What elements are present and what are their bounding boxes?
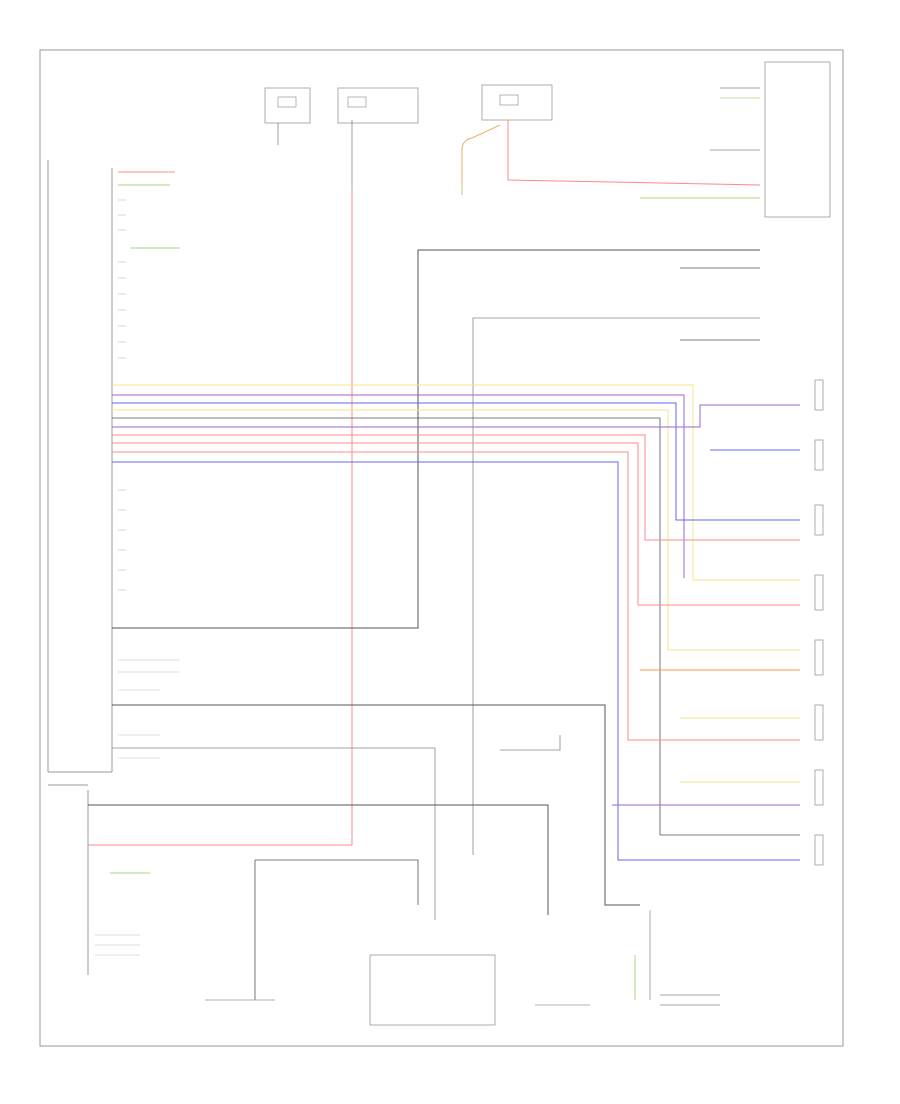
bus-wire-gray (112, 417, 800, 836)
bottom-connectors (205, 954, 590, 1026)
fuse3-orange-wire (461, 124, 501, 185)
pin-ticks (95, 199, 180, 956)
fuse-block-2 (337, 87, 419, 124)
bus-wire-violet-2 (112, 404, 800, 428)
gray-wire-h (255, 859, 419, 905)
bus-wire-blue-1 (112, 402, 800, 521)
right-top-module (764, 61, 831, 218)
gray-wire-f (112, 747, 436, 920)
radio-unit (47, 160, 113, 773)
fuse-block-1 (264, 87, 311, 124)
bus-wire-red-3 (112, 451, 800, 741)
fuse-block-3 (481, 84, 553, 121)
left-control-module (48, 784, 89, 975)
bus-wire-yellow-1 (112, 384, 800, 581)
bus-wire-red-2 (112, 442, 800, 606)
diagram-frame (39, 49, 844, 1047)
ground-wire-mid (500, 735, 561, 751)
bus-wire-red-1 (112, 434, 800, 541)
bus-wire-blue-2 (112, 461, 800, 861)
gray-wire-b (472, 317, 760, 855)
gray-wire-e (112, 704, 640, 906)
fuse3-red-wire (507, 120, 761, 186)
bus-wire-yellow-2 (112, 409, 800, 651)
bus-wire-violet-1 (112, 394, 685, 578)
speaker-terminals (814, 379, 824, 866)
gray-wire-g (88, 804, 549, 915)
gray-wire-a (112, 249, 760, 629)
